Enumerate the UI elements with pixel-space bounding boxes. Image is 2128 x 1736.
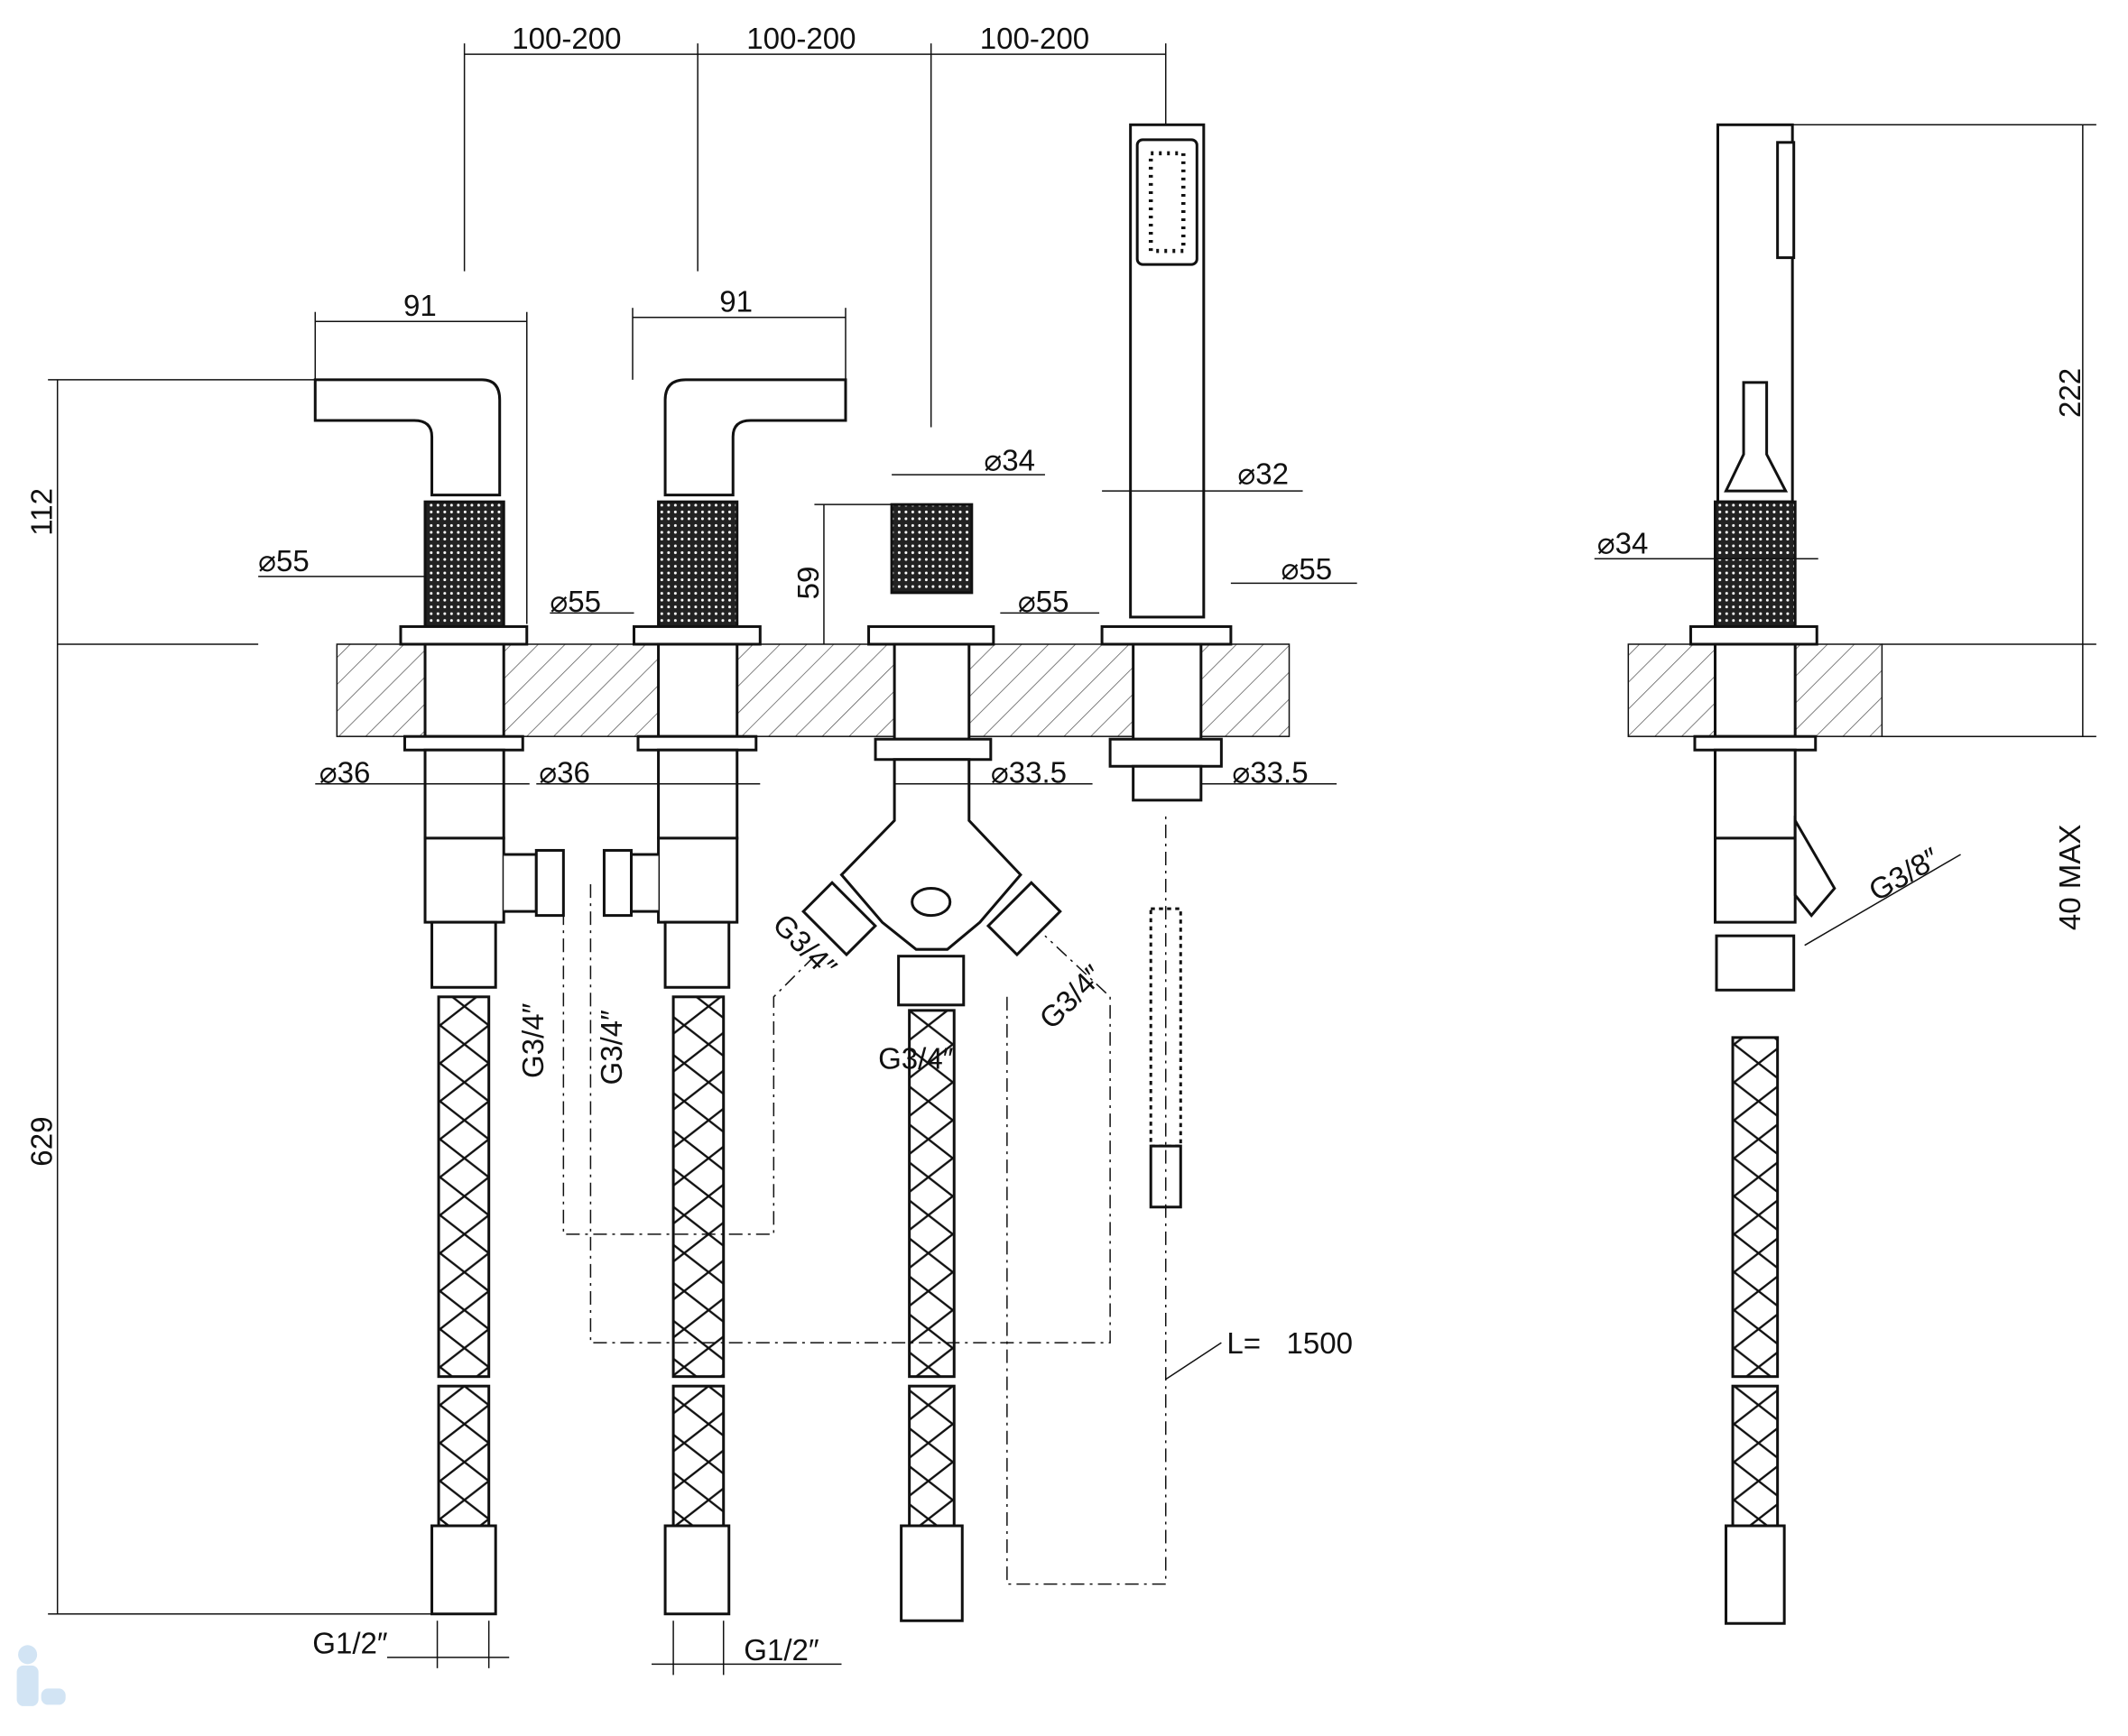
- spacing-label-1: 100-200: [512, 23, 621, 56]
- dia-36-2: ⌀36: [539, 756, 590, 790]
- counter-max: 40 MAX: [2054, 825, 2087, 931]
- dia-34-2: ⌀34: [1597, 527, 1649, 560]
- dia-36-1: ⌀36: [319, 756, 371, 790]
- valve-left: [313, 378, 565, 1616]
- thread-g12-2: G1/2″: [744, 1634, 819, 1667]
- dia-32: ⌀32: [1237, 458, 1289, 492]
- height-diverter: 59: [792, 567, 826, 600]
- thread-g38: G3/8″: [1864, 842, 1946, 909]
- handle-width-1: 91: [403, 290, 437, 323]
- height-handle: 112: [26, 488, 60, 536]
- hose-length-label: L=: [1226, 1327, 1261, 1361]
- height-shower: 222: [2054, 368, 2087, 418]
- thread-g34-4: G3/4″: [1033, 959, 1110, 1036]
- dia-55-4: ⌀55: [1281, 553, 1333, 586]
- thread-g34-5: G3/4″: [878, 1042, 954, 1076]
- thread-g34-1: G3/4″: [517, 1002, 551, 1078]
- dia-34-1: ⌀34: [984, 445, 1035, 478]
- valve-right: [602, 378, 847, 1616]
- thread-g34-2: G3/4″: [596, 1010, 629, 1085]
- dia-55-2: ⌀55: [550, 586, 601, 619]
- thread-g12-1: G1/2″: [312, 1627, 388, 1660]
- dia-33-5-1: ⌀33.5: [991, 756, 1067, 790]
- dimension-lines: [48, 43, 2096, 1676]
- diverter: [801, 503, 1062, 1622]
- dia-55-1: ⌀55: [258, 545, 310, 578]
- side-view: [1689, 123, 1837, 1625]
- height-total: 629: [26, 1117, 60, 1167]
- handle-width-2: 91: [719, 286, 753, 319]
- spacing-label-2: 100-200: [746, 23, 856, 56]
- spacing-label-3: 100-200: [980, 23, 1089, 56]
- hose-length-value: 1500: [1287, 1327, 1354, 1361]
- dia-33-5-2: ⌀33.5: [1232, 756, 1308, 790]
- watermark-logo: [16, 1645, 66, 1706]
- dia-55-3: ⌀55: [1018, 586, 1069, 619]
